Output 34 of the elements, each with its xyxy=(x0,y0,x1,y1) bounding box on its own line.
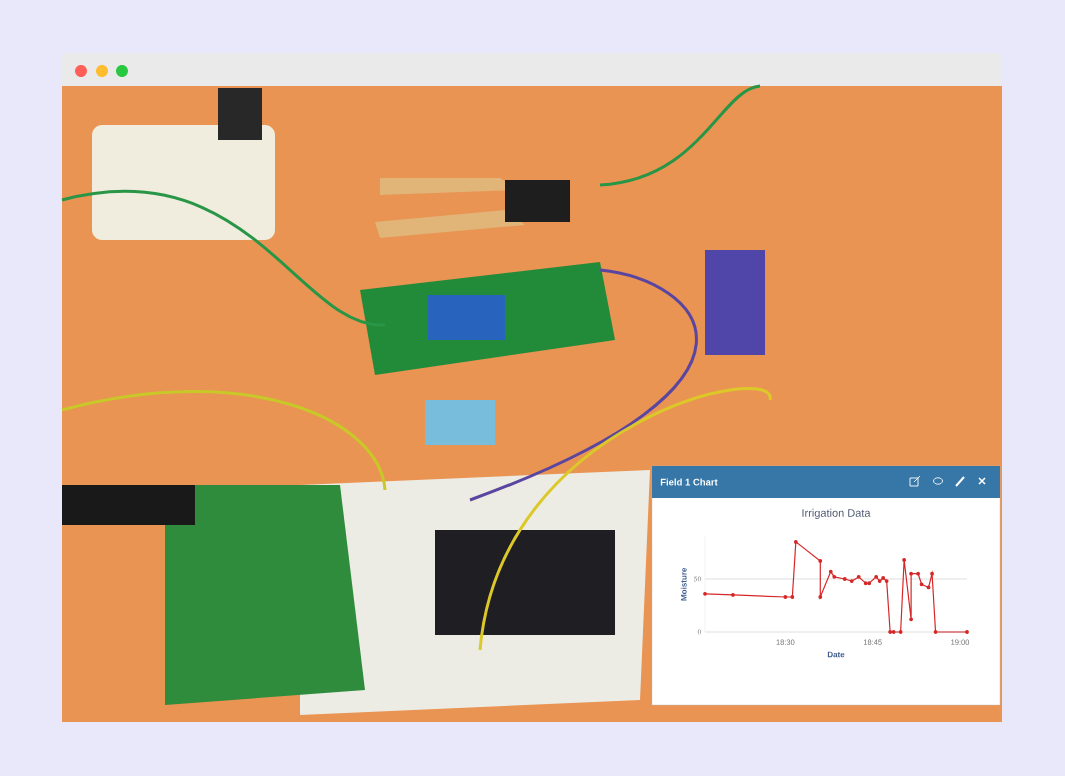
point xyxy=(874,574,879,579)
point xyxy=(902,558,907,562)
point xyxy=(703,591,707,596)
point xyxy=(891,630,896,634)
point xyxy=(898,630,903,634)
point xyxy=(888,630,893,634)
point xyxy=(909,617,914,622)
point xyxy=(790,595,795,599)
point xyxy=(930,571,934,576)
point xyxy=(863,581,868,586)
x-axis-title: Date xyxy=(827,651,845,658)
point xyxy=(828,569,833,574)
point xyxy=(856,574,861,579)
label: Field 1 Chart xyxy=(660,478,718,486)
point xyxy=(832,574,837,579)
point xyxy=(926,585,931,590)
point xyxy=(909,571,914,576)
chart-title: Irrigation Data xyxy=(802,508,871,520)
point xyxy=(842,577,847,581)
point xyxy=(783,595,788,599)
point xyxy=(867,581,872,586)
point xyxy=(849,579,854,584)
point xyxy=(965,630,969,634)
point xyxy=(884,579,889,584)
point xyxy=(916,571,920,576)
point xyxy=(818,559,823,563)
y-axis-title: Moisture xyxy=(680,567,687,601)
point xyxy=(919,582,924,587)
point xyxy=(933,630,938,634)
point xyxy=(818,595,823,599)
point xyxy=(881,576,886,580)
point xyxy=(877,579,882,584)
point xyxy=(793,539,798,544)
point xyxy=(731,593,735,597)
